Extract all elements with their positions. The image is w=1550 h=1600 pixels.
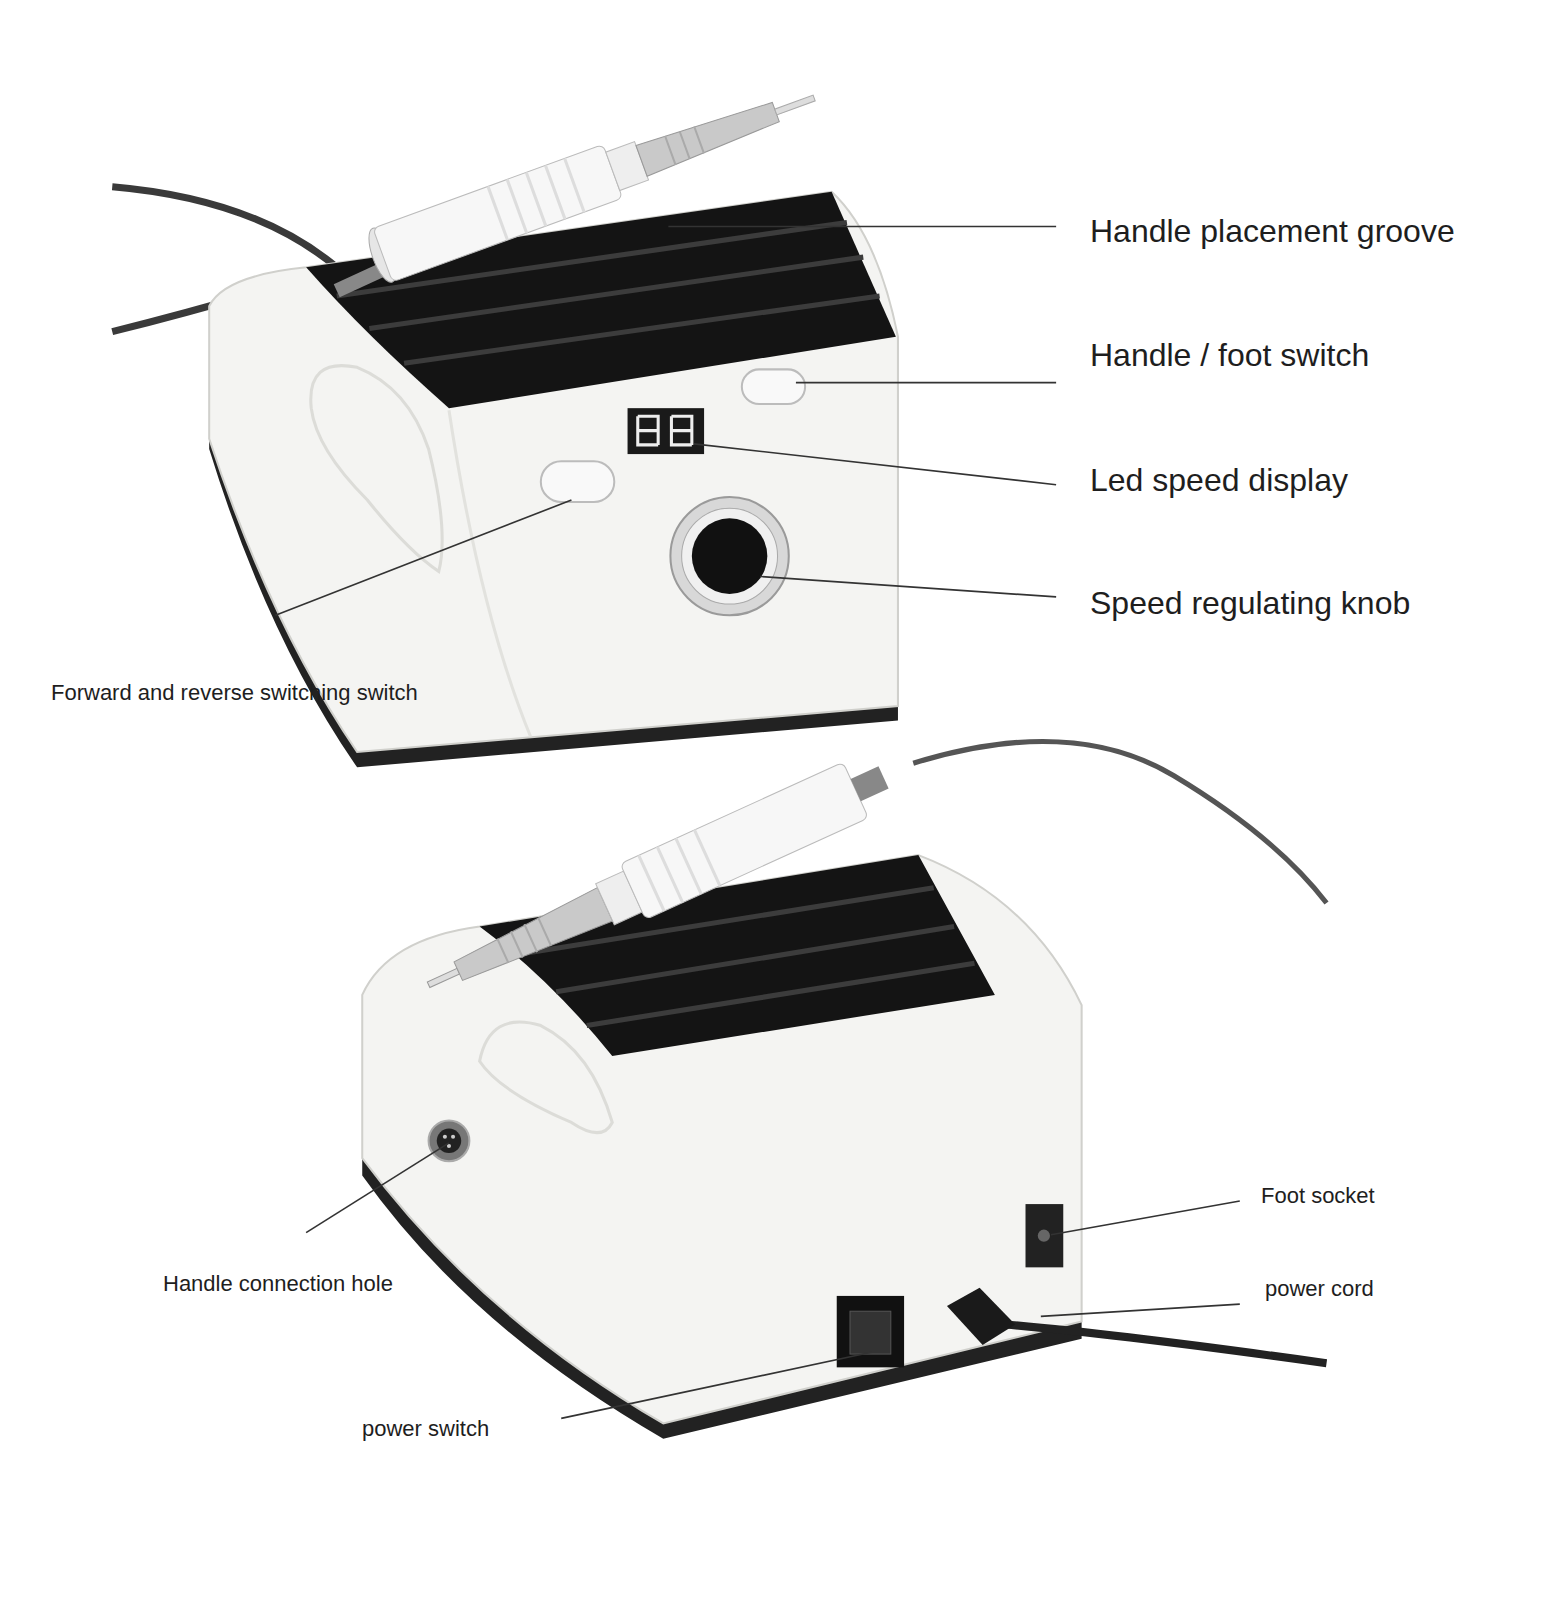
callout-label: Forward and reverse switching switch [51, 680, 418, 706]
top-machine [112, 71, 898, 767]
callout-label: Handle / foot switch [1090, 336, 1369, 374]
callout-label: power cord [1265, 1276, 1374, 1302]
callout-label: Led speed display [1090, 461, 1348, 499]
callout-label: Foot socket [1261, 1183, 1375, 1209]
leader-lines [276, 227, 1240, 1419]
callout-label: Handle connection hole [163, 1271, 393, 1297]
callout-label: power switch [362, 1416, 489, 1442]
bottom-machine [362, 741, 1326, 1438]
callout-label: Speed regulating knob [1090, 584, 1410, 622]
callout-label: Handle placement groove [1090, 212, 1455, 250]
